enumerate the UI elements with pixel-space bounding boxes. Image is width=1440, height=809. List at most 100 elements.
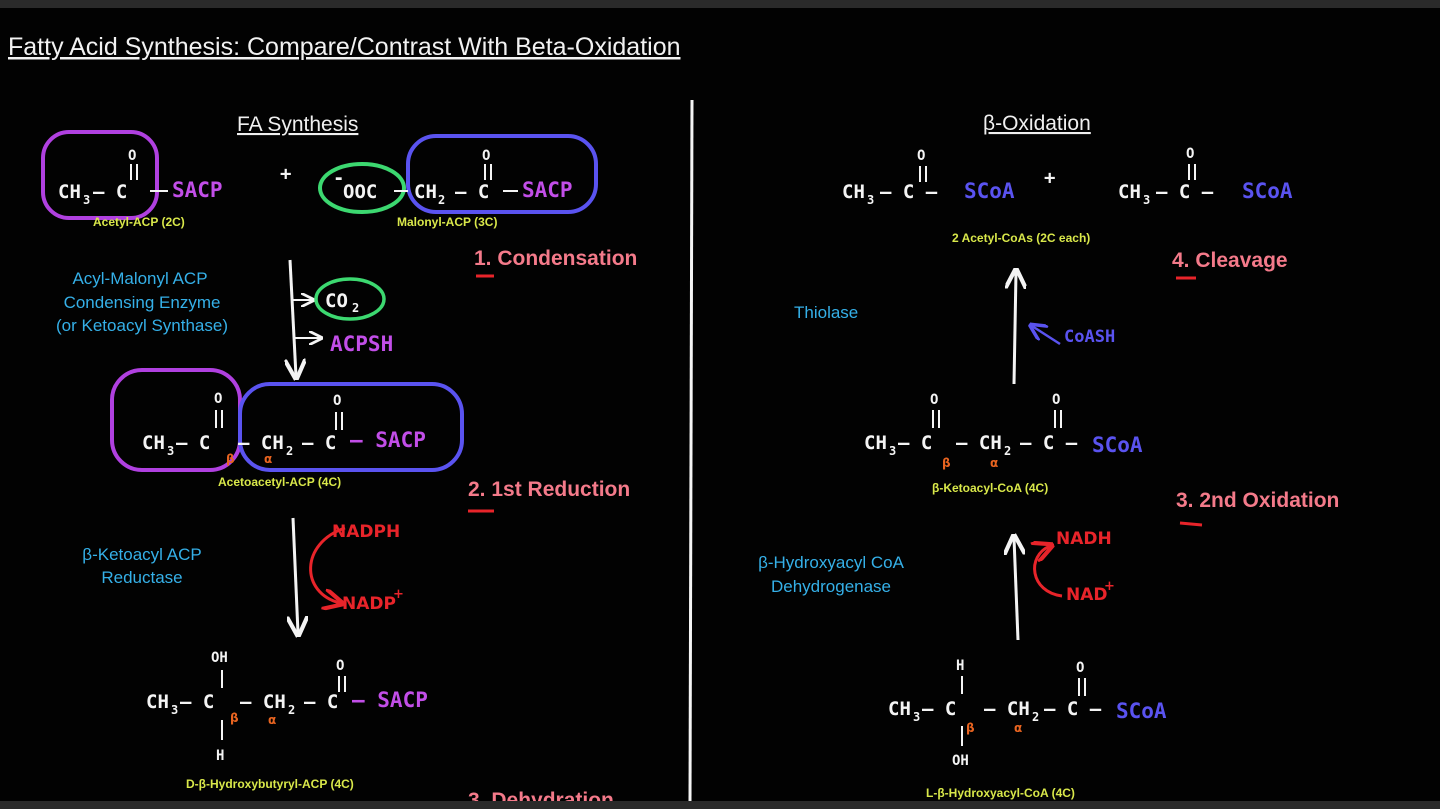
carbonyl-c: — C bbox=[304, 691, 338, 713]
carbonyl-c: — C — bbox=[880, 181, 938, 203]
step-3-dehydration: 3. Dehydration bbox=[468, 789, 614, 801]
step-3-second-oxidation: 3. 2nd Oxidation bbox=[1176, 489, 1339, 512]
carbon-c: — C bbox=[922, 698, 956, 720]
scoa-text: SCoA bbox=[1116, 699, 1167, 723]
coash-text: CoASH bbox=[1064, 327, 1115, 347]
carbonyl-c: — C bbox=[176, 432, 210, 454]
oxygen: O bbox=[333, 393, 341, 409]
enzyme-2-line-1: β-Ketoacyl ACP bbox=[82, 545, 201, 564]
sacp-text: — SACP bbox=[352, 688, 428, 712]
ch3-text: CH bbox=[888, 698, 911, 720]
beta-label: β bbox=[966, 721, 975, 735]
beta-label: β bbox=[942, 456, 951, 470]
enzyme-line-3: (or Ketoacyl Synthase) bbox=[56, 316, 228, 335]
step-2-first-reduction: 2. 1st Reduction bbox=[468, 478, 630, 501]
ch2-text: — CH bbox=[240, 691, 286, 713]
hydroxybutyryl-acp-label: D-β-Hydroxybutyryl-ACP (4C) bbox=[186, 777, 354, 791]
acetyl-coa-products: CH 3 — C — O SCoA + CH 3 — C — O SCoA 2 … bbox=[842, 146, 1293, 245]
center-divider bbox=[688, 99, 694, 801]
oxygen: O bbox=[930, 392, 938, 408]
acpsh-text: ACPSH bbox=[330, 332, 393, 356]
subscript: 2 bbox=[288, 703, 295, 717]
oxygen: O bbox=[128, 148, 136, 164]
fa-synthesis-heading: FA Synthesis bbox=[237, 113, 358, 136]
ch3-text: CH bbox=[842, 181, 865, 203]
carbonyl-c: — C — bbox=[1020, 432, 1078, 454]
hydroxyacyl-coa-label: L-β-Hydroxyacyl-CoA (4C) bbox=[926, 786, 1075, 800]
carbonyl-c: — C bbox=[455, 181, 489, 203]
oxygen: O bbox=[917, 148, 925, 164]
ch2-text: — CH bbox=[238, 432, 284, 454]
oxygen: O bbox=[482, 148, 490, 164]
acetyl-acp-molecule: CH 3 — C O SACP Acetyl-ACP (2C) bbox=[41, 130, 223, 229]
oh-text: OH bbox=[211, 650, 228, 666]
oxygen: O bbox=[1186, 146, 1194, 162]
scoa-text: SCoA bbox=[1092, 433, 1143, 457]
oxygen: O bbox=[214, 391, 222, 407]
minus-charge: - bbox=[333, 167, 344, 189]
oxygen: O bbox=[336, 658, 344, 674]
acetyl-coa-label: 2 Acetyl-CoAs (2C each) bbox=[952, 231, 1090, 245]
ch3-text: CH bbox=[58, 181, 81, 203]
alpha-label: α bbox=[264, 452, 272, 466]
blackboard: Fatty Acid Synthesis: Compare/Contrast W… bbox=[0, 8, 1440, 801]
beta-oxidation-heading: β-Oxidation bbox=[983, 112, 1091, 135]
sacp-text: SACP bbox=[522, 178, 573, 202]
reaction-arrow-up-2 bbox=[1014, 538, 1018, 641]
enzyme-thiolase: Thiolase bbox=[794, 303, 858, 322]
acetyl-acp-label: Acetyl-ACP (2C) bbox=[93, 215, 185, 229]
subscript: 3 bbox=[867, 193, 874, 207]
carbonyl-c: — C — bbox=[1044, 698, 1102, 720]
ch3-text: CH bbox=[146, 691, 169, 713]
ch2-text: CH bbox=[414, 181, 437, 203]
carbonyl-c: — C bbox=[93, 181, 127, 203]
scoa-text: SCoA bbox=[964, 179, 1015, 203]
hydroxybutyryl-acp-molecule: OH CH 3 — C β H — CH 2 α — C O — SACP D-… bbox=[146, 650, 428, 791]
subscript: 3 bbox=[889, 444, 896, 458]
ch2-text: — CH bbox=[984, 698, 1030, 720]
acetoacetyl-acp-label: Acetoacetyl-ACP (4C) bbox=[218, 475, 341, 489]
subscript: 3 bbox=[167, 444, 174, 458]
beta-label: β bbox=[230, 711, 239, 725]
plus-sign: + bbox=[1044, 167, 1055, 189]
ketoacyl-coa-molecule: CH 3 — C O β — CH 2 α — C — O SCoA β-Ket… bbox=[864, 392, 1143, 495]
enzyme-3-line-2: Dehydrogenase bbox=[771, 577, 891, 596]
beta-label: β bbox=[226, 452, 235, 466]
sacp-text: SACP bbox=[172, 178, 223, 202]
plus-sign: + bbox=[280, 163, 291, 185]
page-title: Fatty Acid Synthesis: Compare/Contrast W… bbox=[8, 33, 681, 61]
nadp-text: NADP bbox=[342, 594, 396, 614]
ch3-text: CH bbox=[864, 432, 887, 454]
subscript: 2 bbox=[352, 301, 359, 315]
oxygen: O bbox=[1052, 392, 1060, 408]
subscript: 3 bbox=[171, 703, 178, 717]
nad-text: NAD bbox=[1066, 585, 1108, 605]
co2-circle bbox=[314, 277, 386, 321]
carbonyl-c: — C — bbox=[1156, 181, 1214, 203]
ch3-text: CH bbox=[1118, 181, 1141, 203]
enzyme-2-line-2: Reductase bbox=[101, 568, 182, 587]
coash-arrow bbox=[1032, 326, 1061, 346]
nadp-superscript: + bbox=[393, 587, 404, 602]
alpha-label: α bbox=[1014, 721, 1022, 735]
sacp-text: — SACP bbox=[350, 428, 426, 452]
co2-text: CO bbox=[325, 290, 348, 312]
nadh-text: NADH bbox=[1056, 529, 1112, 549]
reaction-arrow-2 bbox=[293, 517, 298, 633]
subscript: 2 bbox=[1004, 444, 1011, 458]
acyl-circle bbox=[406, 134, 598, 214]
nadph-curved-arrow bbox=[309, 526, 345, 603]
subscript: 3 bbox=[1143, 193, 1150, 207]
carboxyl-circle bbox=[318, 162, 406, 214]
h-text: H bbox=[956, 658, 964, 674]
step-1-condensation: 1. Condensation bbox=[474, 247, 637, 270]
carbonyl-c: — C bbox=[898, 432, 932, 454]
alpha-label: α bbox=[268, 713, 276, 727]
carbonyl-c: — C bbox=[302, 432, 336, 454]
acetoacetyl-acp-molecule: CH 3 — C O β — CH 2 α — C O — SACP Aceto… bbox=[110, 368, 464, 489]
acetyl-circle bbox=[41, 130, 159, 220]
reaction-arrow-1 bbox=[290, 259, 296, 376]
step-4-cleavage: 4. Cleavage bbox=[1172, 249, 1288, 272]
acetyl-portion-circle bbox=[110, 368, 242, 472]
hydroxyacyl-coa-molecule: H CH 3 — C β OH — CH 2 α — C — O SCoA L-… bbox=[888, 658, 1167, 800]
